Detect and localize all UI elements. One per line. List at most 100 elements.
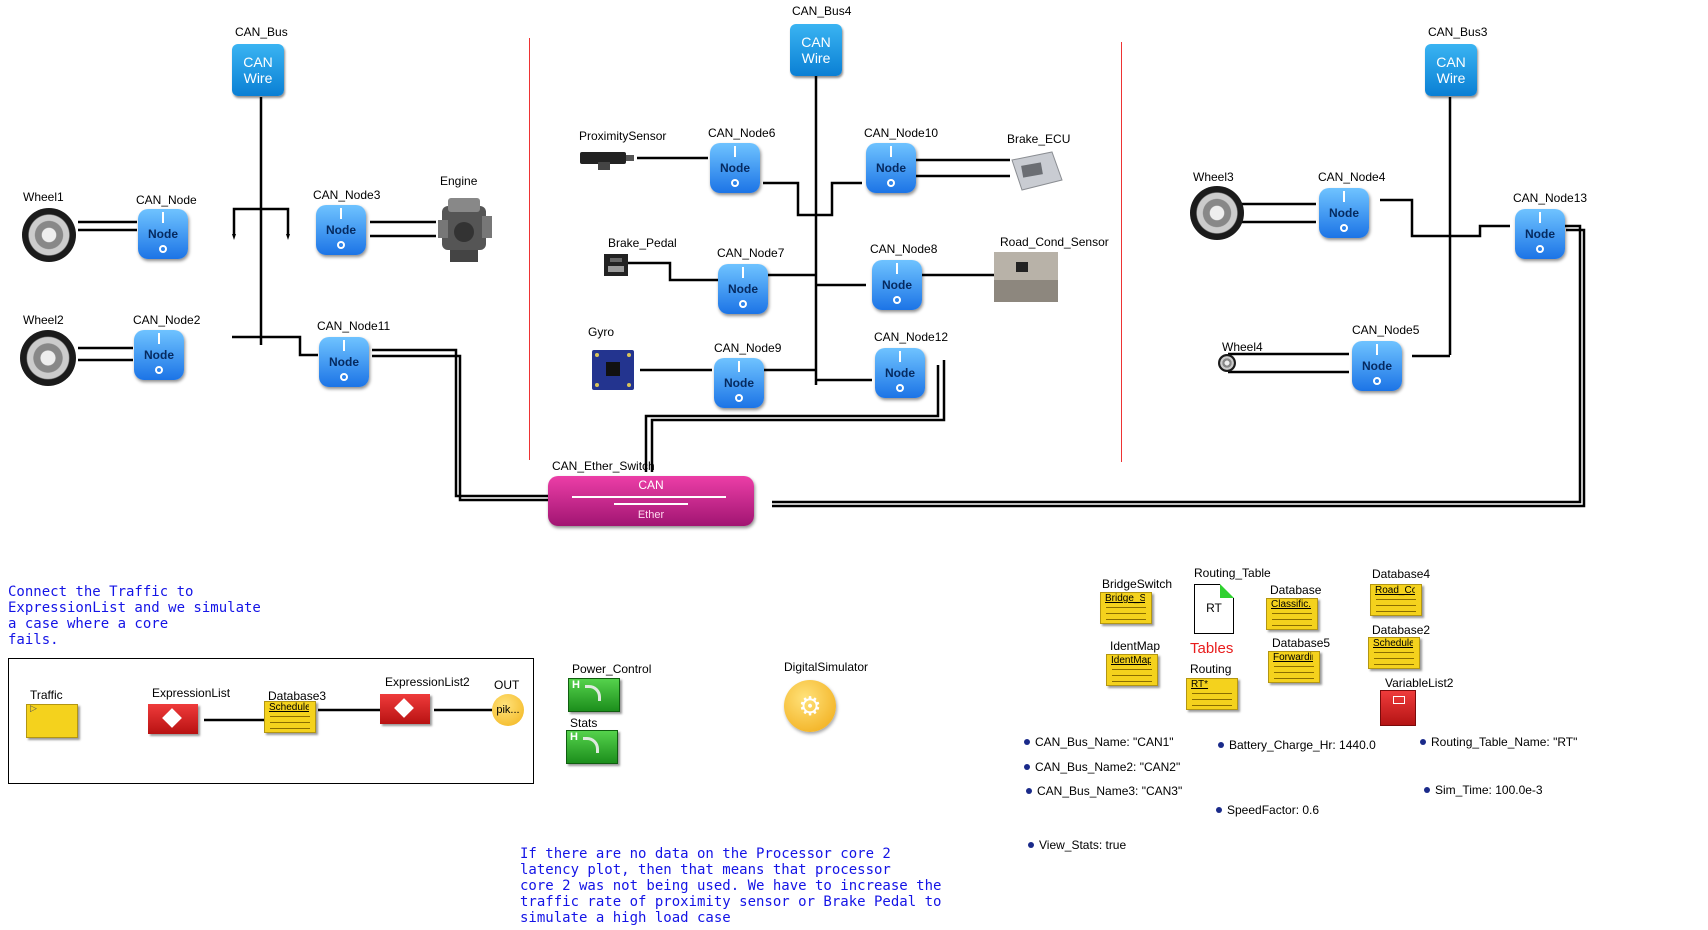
identmap-row [1112, 681, 1152, 682]
can-node2-block[interactable]: Node [134, 330, 184, 380]
device-label-brake-pedal: Brake_Pedal [608, 236, 677, 250]
can-node5-block[interactable]: Node [1352, 341, 1402, 391]
database5-row [1274, 678, 1314, 679]
bridge-switch-block[interactable]: Bridge_Sw [1100, 592, 1152, 624]
can-bus-block[interactable]: CAN Wire [232, 44, 284, 96]
power-control-block[interactable]: H [568, 678, 620, 712]
can-node11-block[interactable]: Node [319, 337, 369, 387]
node-label-can-node4: CAN_Node4 [1318, 170, 1386, 184]
identmap-block[interactable]: IdentMap [1106, 654, 1158, 686]
variable-list2-block[interactable] [1380, 690, 1416, 726]
wheel4-icon[interactable] [1218, 354, 1236, 372]
digital-simulator-gear-icon[interactable]: ⚙ [784, 680, 836, 732]
database-block[interactable]: Classific... [1266, 598, 1318, 630]
can-bus4-line1: CAN [801, 34, 831, 50]
database-tag: Classific... [1271, 599, 1311, 610]
switch-bottom-text: Ether [637, 509, 665, 521]
routing-row [1192, 693, 1232, 694]
bridge-switch-row [1106, 607, 1146, 608]
can-node13-block[interactable]: Node [1515, 209, 1565, 259]
database4-tag: Road_Cond [1375, 585, 1415, 596]
database-label: Database [1270, 583, 1322, 597]
variable-list2-label: VariableList2 [1385, 676, 1454, 690]
can-bus-line2: Wire [243, 70, 273, 86]
brake-pedal-icon[interactable] [602, 252, 630, 278]
param-sim-time[interactable]: Sim_Time: 100.0e-3 [1424, 783, 1543, 797]
database2-row [1374, 658, 1414, 659]
bridge-switch-label: BridgeSwitch [1102, 577, 1173, 591]
can-node10-block[interactable]: Node [866, 143, 916, 193]
database3-block[interactable]: Scheduler [264, 701, 316, 733]
node-label-can-node6: CAN_Node6 [708, 126, 776, 140]
can-node-block[interactable]: Node [138, 209, 188, 259]
gyro-icon[interactable] [590, 348, 636, 392]
engine-icon[interactable] [436, 192, 494, 268]
database3-label: Database3 [268, 689, 327, 703]
can-bus-line1: CAN [243, 54, 273, 70]
device-label-wheel4: Wheel4 [1222, 340, 1263, 354]
node-label-can-node: CAN_Node [136, 193, 197, 207]
param-speed-factor[interactable]: SpeedFactor: 0.6 [1216, 803, 1319, 817]
database-row [1272, 625, 1312, 626]
stats-block[interactable]: H [566, 730, 618, 764]
database3-tag: Scheduler [269, 702, 309, 713]
proximity-sensor-icon[interactable] [578, 148, 636, 172]
device-label-brake-ecu: Brake_ECU [1007, 132, 1071, 146]
traffic-block[interactable] [26, 703, 78, 738]
wheel2-icon[interactable] [20, 330, 76, 386]
power-control-arrow-icon [585, 685, 601, 701]
param-can-bus-name2[interactable]: CAN_Bus_Name2: "CAN2" [1024, 760, 1180, 774]
param-can-bus-name[interactable]: CAN_Bus_Name: "CAN1" [1024, 735, 1174, 749]
can-ether-switch-block[interactable]: CAN Ether [548, 476, 754, 526]
database4-row [1376, 611, 1416, 612]
sim-chain-frame [8, 658, 534, 784]
param-battery-charge-hr[interactable]: Battery_Charge_Hr: 1440.0 [1218, 738, 1376, 752]
node-label-can-node11: CAN_Node11 [317, 319, 391, 333]
wheel1-icon[interactable] [22, 208, 76, 262]
database3-row [270, 722, 310, 723]
database3-row [270, 728, 310, 729]
switch-top-text: CAN [638, 478, 664, 492]
bus-label-can-bus3: CAN_Bus3 [1428, 25, 1488, 39]
routing-row [1192, 705, 1232, 706]
wheel3-icon[interactable] [1190, 186, 1244, 240]
database5-block[interactable]: Forwardin [1268, 651, 1320, 683]
database2-tag: Scheduler [1373, 638, 1413, 649]
param-view-stats[interactable]: View_Stats: true [1028, 838, 1126, 852]
database4-row [1376, 599, 1416, 600]
bridge-switch-row [1106, 619, 1146, 620]
param-can-bus-name3[interactable]: CAN_Bus_Name3: "CAN3" [1026, 784, 1182, 798]
routing-block[interactable]: RT* [1186, 678, 1238, 710]
switch-bar-upper [572, 496, 726, 498]
can-node6-block[interactable]: Node [710, 143, 760, 193]
routing-table-label: Routing_Table [1194, 566, 1271, 580]
database5-tag: Forwardin [1273, 652, 1313, 663]
database2-row [1374, 664, 1414, 665]
can-node3-block[interactable]: Node [316, 205, 366, 255]
power-control-label: Power_Control [572, 662, 652, 676]
expression-list-block[interactable] [148, 704, 198, 734]
bus-label-can-bus4: CAN_Bus4 [792, 4, 852, 18]
out-block[interactable]: pik... [492, 694, 524, 726]
node-label-can-node3: CAN_Node3 [313, 188, 381, 202]
routing-table-doc-icon[interactable]: RT [1194, 584, 1234, 634]
bus-label-can-bus: CAN_Bus [235, 25, 288, 39]
database4-block[interactable]: Road_Cond [1370, 584, 1422, 616]
can-node12-block[interactable]: Node [875, 348, 925, 398]
can-bus3-block[interactable]: CAN Wire [1425, 44, 1477, 96]
can-node9-block[interactable]: Node [714, 358, 764, 408]
road-cond-sensor-icon[interactable] [994, 252, 1058, 302]
node-label-can-node10: CAN_Node10 [864, 126, 939, 140]
brake-ecu-icon[interactable] [1008, 150, 1064, 192]
expression-list2-block[interactable] [380, 694, 430, 724]
can-node4-block[interactable]: Node [1319, 188, 1369, 238]
param-routing-table-name[interactable]: Routing_Table_Name: "RT" [1420, 735, 1577, 749]
can-bus4-block[interactable]: CAN Wire [790, 24, 842, 76]
can-bus4-line2: Wire [801, 50, 831, 66]
can-node7-block[interactable]: Node [718, 264, 768, 314]
device-label-wheel3: Wheel3 [1193, 170, 1234, 184]
can-node8-block[interactable]: Node [872, 260, 922, 310]
separator-left [529, 38, 530, 460]
database2-block[interactable]: Scheduler [1368, 637, 1420, 669]
